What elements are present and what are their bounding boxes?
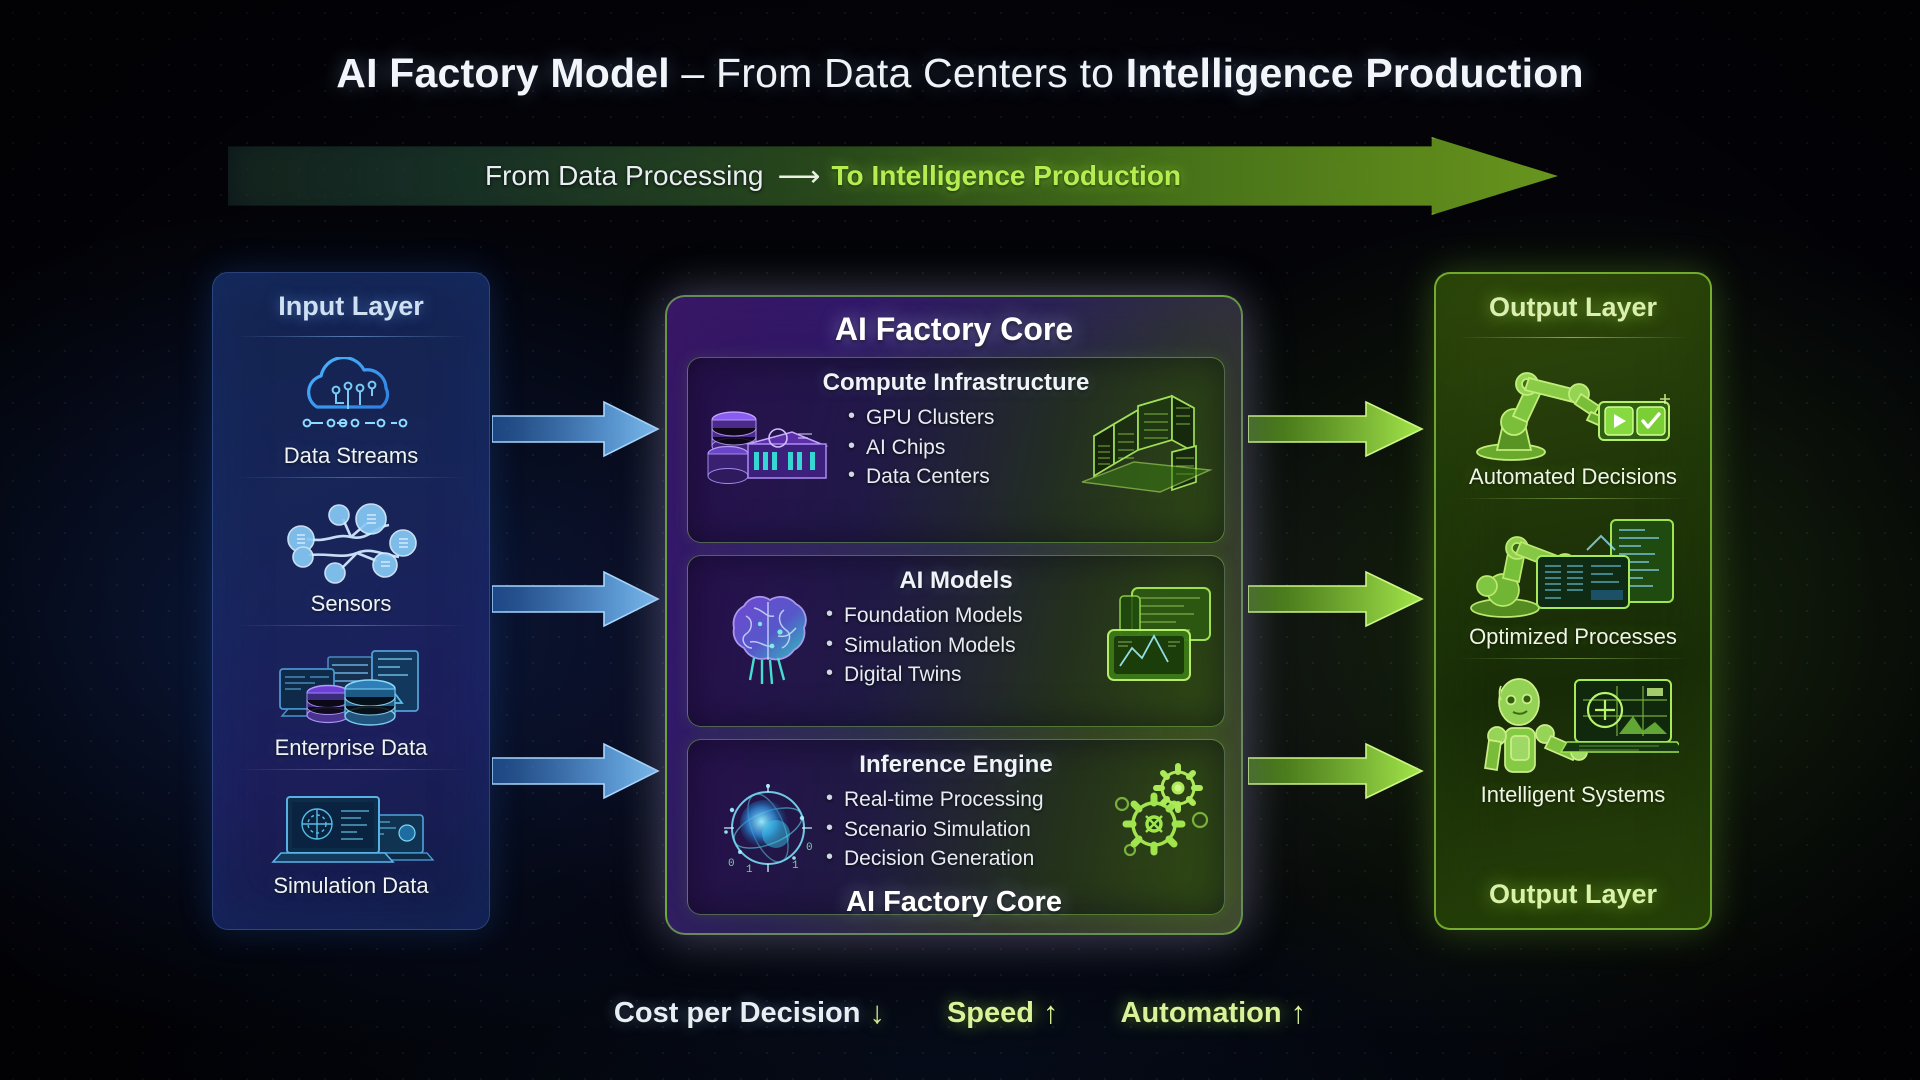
banner-to-label: To Intelligence Production (831, 160, 1182, 191)
page-title: AI Factory Model – From Data Centers to … (0, 50, 1920, 97)
output-item-optimized-processes[interactable]: Optimized Processes (1436, 514, 1710, 659)
flow-arrow-enterprise-data (491, 742, 660, 805)
banner-arrow-shape (228, 137, 1558, 215)
banner-text: From Data Processing ⟶ To Intelligence P… (228, 137, 1558, 215)
laptop-simulation-icon (213, 791, 489, 871)
core-section-bullets: GPU Clusters AI Chips Data Centers (848, 402, 1224, 492)
core-section-bullets: Foundation Models Simulation Models Digi… (826, 600, 1224, 690)
divider (1458, 658, 1688, 659)
input-item-label: Enterprise Data (274, 735, 428, 760)
flow-arrow-intelligent-systems (1247, 742, 1424, 805)
output-layer-title: Output Layer (1488, 292, 1657, 322)
svg-text:0: 0 (806, 842, 813, 854)
flow-arrow-automated-decisions (1247, 400, 1424, 463)
humanoid-robot-icon (1436, 676, 1710, 780)
divider (235, 477, 467, 478)
banner-arrow-icon: ⟶ (777, 159, 821, 193)
flow-arrow-sensors (491, 570, 660, 633)
flow-arrow-optimized-processes (1247, 570, 1424, 633)
metric-automation: Automation ↑ (1121, 995, 1307, 1031)
metric-label: Speed (946, 996, 1034, 1029)
robot-arm-dashboard-icon (1436, 514, 1710, 622)
banner-from-label: From Data Processing (484, 160, 764, 191)
input-item-simulation-data[interactable]: Simulation Data (213, 791, 489, 899)
core-section-ai-models[interactable]: AI Models Foundation Models Simulation M… (687, 555, 1225, 727)
metric-cost-per-decision: Cost per Decision ↓ (614, 995, 885, 1031)
cloud-network-icon (213, 357, 489, 441)
svg-text:0: 0 (728, 858, 735, 870)
metric-speed: Speed ↑ (947, 995, 1059, 1031)
divider (1458, 498, 1688, 499)
core-footer-label: AI Factory Core (846, 886, 1062, 918)
title-bold-lead: AI Factory Model (336, 50, 670, 96)
output-layer-panel[interactable]: Output Layer (1434, 272, 1712, 930)
divider (235, 769, 467, 770)
bullet: Foundation Models (826, 600, 1224, 631)
bullet: Data Centers (848, 461, 1224, 492)
ai-factory-core-panel[interactable]: AI Factory Core (665, 295, 1243, 935)
output-item-label: Optimized Processes (1469, 624, 1677, 649)
bullet: Digital Twins (826, 659, 1224, 690)
brain-icon (710, 582, 828, 705)
transformation-banner: From Data Processing ⟶ To Intelligence P… (228, 137, 1558, 215)
output-item-label: Automated Decisions (1469, 464, 1677, 489)
output-item-automated-decisions[interactable]: Automated Decisions (1436, 354, 1710, 499)
input-item-data-streams[interactable]: Data Streams (213, 357, 489, 478)
input-item-label: Data Streams (283, 443, 419, 468)
svg-text:1: 1 (746, 864, 753, 876)
core-section-title: Compute Infrastructure (822, 369, 1090, 396)
bullet: Scenario Simulation (826, 814, 1224, 845)
bullet: GPU Clusters (848, 402, 1224, 433)
divider (1458, 337, 1688, 338)
input-item-sensors[interactable]: Sensors (213, 497, 489, 626)
gpu-chip-stack-icon (702, 398, 830, 505)
divider (235, 625, 467, 626)
metrics-row: Cost per Decision ↓ Speed ↑ Automation ↑ (0, 995, 1920, 1031)
bullet: AI Chips (848, 432, 1224, 463)
bullet: Decision Generation (826, 843, 1224, 874)
output-item-intelligent-systems[interactable]: Intelligent Systems (1436, 676, 1710, 808)
core-section-title: AI Models (899, 567, 1013, 594)
core-title: AI Factory Core (834, 311, 1074, 347)
bullet: Real-time Processing (826, 784, 1224, 815)
svg-text:1: 1 (792, 860, 799, 872)
output-footer-label: Output Layer (1488, 879, 1657, 909)
title-middle: – From Data Centers to (669, 50, 1126, 96)
core-section-compute-infrastructure[interactable]: Compute Infrastructure GPU Clusters AI C… (687, 357, 1225, 543)
trend-up-icon: ↑ (1043, 995, 1059, 1030)
bullet: Simulation Models (826, 630, 1224, 661)
banner-arrow-edge (228, 137, 1558, 215)
sensor-node-graph-icon (213, 497, 489, 589)
robot-arm-approve-icon (1436, 354, 1710, 462)
core-section-title: Inference Engine (859, 751, 1053, 778)
output-item-label: Intelligent Systems (1480, 782, 1666, 807)
input-item-enterprise-data[interactable]: Enterprise Data (213, 647, 489, 770)
trend-up-icon: ↑ (1290, 995, 1307, 1030)
input-layer-panel[interactable]: Input Layer (212, 272, 490, 930)
core-section-bullets: Real-time Processing Scenario Simulation… (826, 784, 1224, 874)
metric-label: Automation (1120, 996, 1282, 1029)
title-bold-tail: Intelligence Production (1125, 50, 1584, 96)
divider (235, 336, 467, 337)
trend-down-icon: ↓ (869, 995, 885, 1030)
input-layer-title: Input Layer (278, 291, 424, 321)
flow-arrow-data-streams (491, 400, 660, 463)
input-item-label: Sensors (310, 591, 392, 616)
input-item-label: Simulation Data (273, 873, 429, 898)
metric-label: Cost per Decision (613, 996, 861, 1029)
database-server-icon (213, 647, 489, 733)
